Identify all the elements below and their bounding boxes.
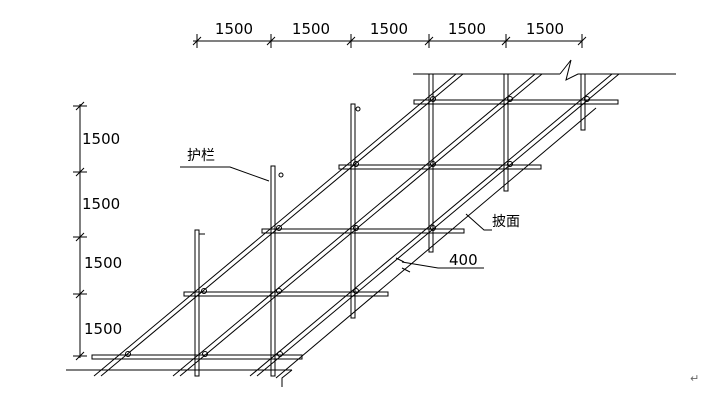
slope-line-mid-2	[179, 73, 543, 377]
coupler	[507, 161, 513, 167]
left-dimension-label: 1500	[82, 195, 120, 213]
top-dim-slash	[577, 36, 587, 46]
coupler	[201, 288, 207, 294]
ledger-tube	[91, 354, 303, 360]
top-dim-slash	[192, 36, 202, 46]
coupler	[430, 225, 436, 231]
left-dimension-label: 1500	[82, 130, 120, 148]
coupler	[353, 225, 359, 231]
top-dimension-label: 1500	[448, 20, 486, 38]
coupler	[125, 351, 131, 357]
coupler	[353, 161, 359, 167]
top-dim-slash	[266, 36, 276, 46]
coupler	[353, 288, 359, 294]
ledger-tube	[413, 99, 619, 105]
left-dim-slash	[75, 167, 85, 177]
coupler	[277, 351, 283, 357]
paragraph-mark: ↵	[690, 372, 699, 385]
top-dimension-label: 1500	[215, 20, 253, 38]
vertical-post	[270, 165, 276, 377]
top-dimension-label: 1500	[526, 20, 564, 38]
left-dim-slash	[75, 351, 85, 361]
offset-tick	[401, 267, 411, 273]
guardrail-leader	[180, 166, 270, 182]
top-dimension-label: 1500	[370, 20, 408, 38]
left-dimension-label: 1500	[84, 254, 122, 272]
offset-label: 400	[449, 251, 478, 269]
vertical-post	[503, 73, 509, 192]
slope-line-inner-2	[256, 73, 620, 377]
top-dim-slash	[346, 36, 356, 46]
left-dimension-label: 1500	[84, 320, 122, 338]
ledger-tube	[338, 164, 542, 170]
slope-face-leader	[465, 213, 492, 231]
ground-break-top	[559, 59, 676, 81]
post-cap-circle	[278, 172, 284, 178]
coupler	[507, 96, 513, 102]
offset-leader	[401, 261, 484, 269]
post-cap-circle	[355, 106, 361, 112]
coupler	[430, 161, 436, 167]
offset-tick	[395, 257, 405, 263]
coupler	[202, 351, 208, 357]
left-dim-slash	[75, 289, 85, 299]
slope-line-mid	[172, 73, 536, 377]
vertical-post	[194, 229, 200, 377]
coupler	[584, 96, 590, 102]
ground-break-bottom	[281, 369, 293, 387]
left-dim-slash	[75, 232, 85, 242]
coupler	[276, 225, 282, 231]
vertical-post	[428, 73, 434, 253]
guardrail-label: 护栏	[187, 148, 215, 164]
left-dim-slash	[75, 101, 85, 111]
coupler	[276, 288, 282, 294]
top-dim-slash	[501, 36, 511, 46]
slope-face-line	[275, 107, 597, 379]
vertical-post	[580, 73, 586, 131]
slope-line-inner	[249, 73, 613, 377]
top-dimension-label: 1500	[292, 20, 330, 38]
coupler	[430, 96, 436, 102]
slope-line-outer-2	[100, 73, 464, 377]
ledger-tube	[261, 228, 465, 234]
vertical-post	[350, 103, 356, 319]
slope-face-label: 披面	[492, 214, 520, 230]
ledger-tube	[183, 291, 389, 297]
top-dim-slash	[424, 36, 434, 46]
